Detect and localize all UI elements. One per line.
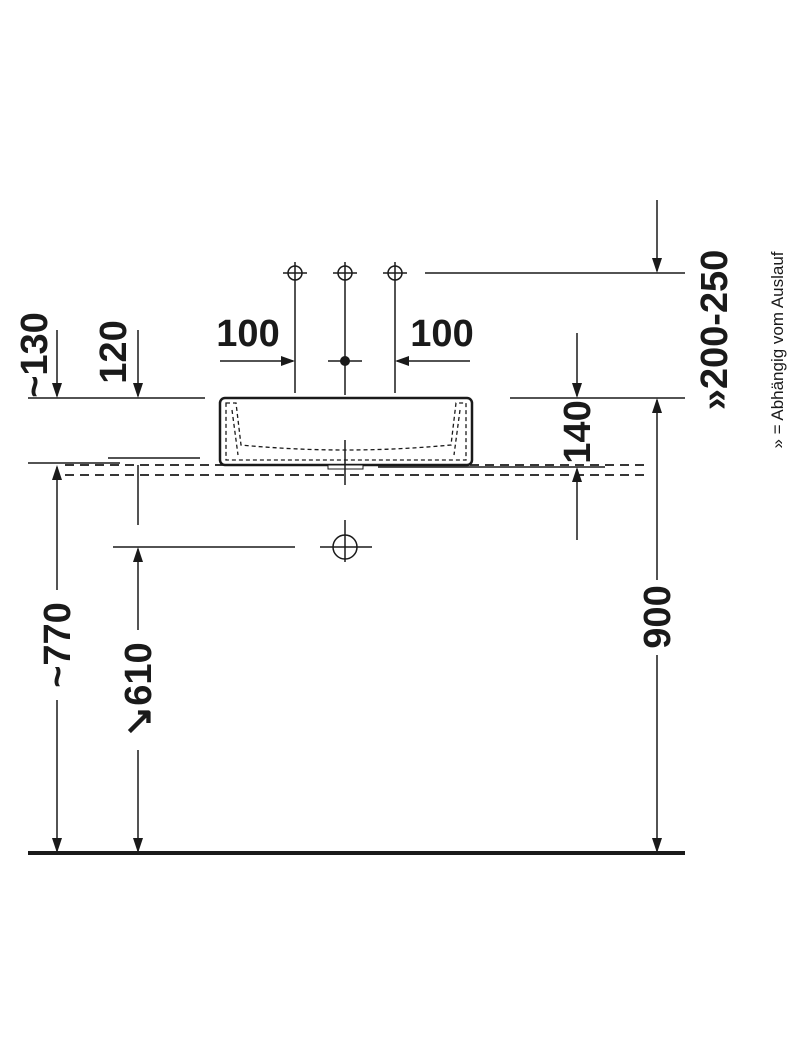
tap-holes xyxy=(283,262,407,395)
footnote: » = Abhängig vom Auslauf xyxy=(768,251,787,448)
dimension-lines xyxy=(52,200,662,853)
dim-label-610: ↘610 xyxy=(118,642,160,737)
dim-label-130: ~130 xyxy=(14,312,56,398)
dim-label-770: ~770 xyxy=(37,602,79,688)
dim-label-100-left: 100 xyxy=(216,313,279,355)
dim-label-140: 140 xyxy=(557,400,599,463)
tap-hole-left xyxy=(283,262,307,393)
dim-label-faucet-height: »200-250 xyxy=(694,250,736,411)
dim-label-120: 120 xyxy=(93,320,135,383)
basin xyxy=(218,396,474,485)
reference-lines xyxy=(28,272,685,548)
tap-hole-right xyxy=(383,262,407,393)
drain-outlet xyxy=(320,520,372,562)
tap-hole-center xyxy=(328,262,362,395)
dim-label-100-right: 100 xyxy=(410,313,473,355)
dim-label-900: 900 xyxy=(637,585,679,648)
